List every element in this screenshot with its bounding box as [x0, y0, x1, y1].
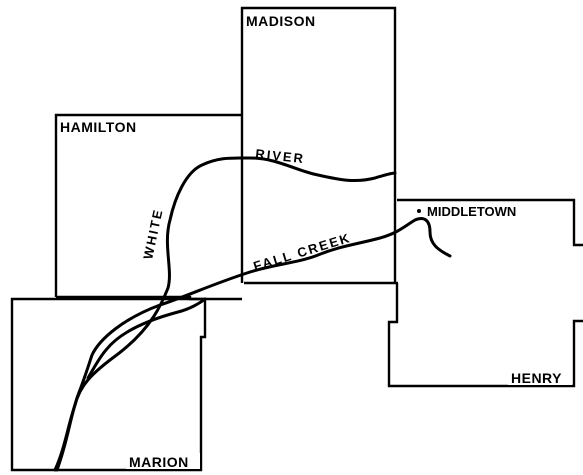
middletown-marker	[417, 209, 421, 213]
hamilton-county-boundary	[54, 113, 242, 297]
fall-creek-label: FALL CREEK	[251, 230, 352, 274]
madison-label: MADISON	[246, 13, 316, 29]
henry-west-south-boundary	[387, 283, 583, 388]
fall-creek	[55, 217, 452, 472]
madison-county-boundary	[240, 6, 397, 283]
henry-county-boundary	[397, 198, 583, 247]
marion-label: MARION	[129, 454, 189, 470]
white-river	[53, 156, 397, 472]
marion-county-boundary	[10, 297, 207, 472]
henry-label: HENRY	[511, 370, 562, 386]
river-label: RIVER	[255, 146, 306, 166]
white-label: WHITE	[140, 207, 165, 261]
hamilton-label: HAMILTON	[60, 119, 137, 135]
fall-creek-loop	[86, 297, 207, 380]
middletown-label: MIDDLETOWN	[427, 204, 516, 219]
